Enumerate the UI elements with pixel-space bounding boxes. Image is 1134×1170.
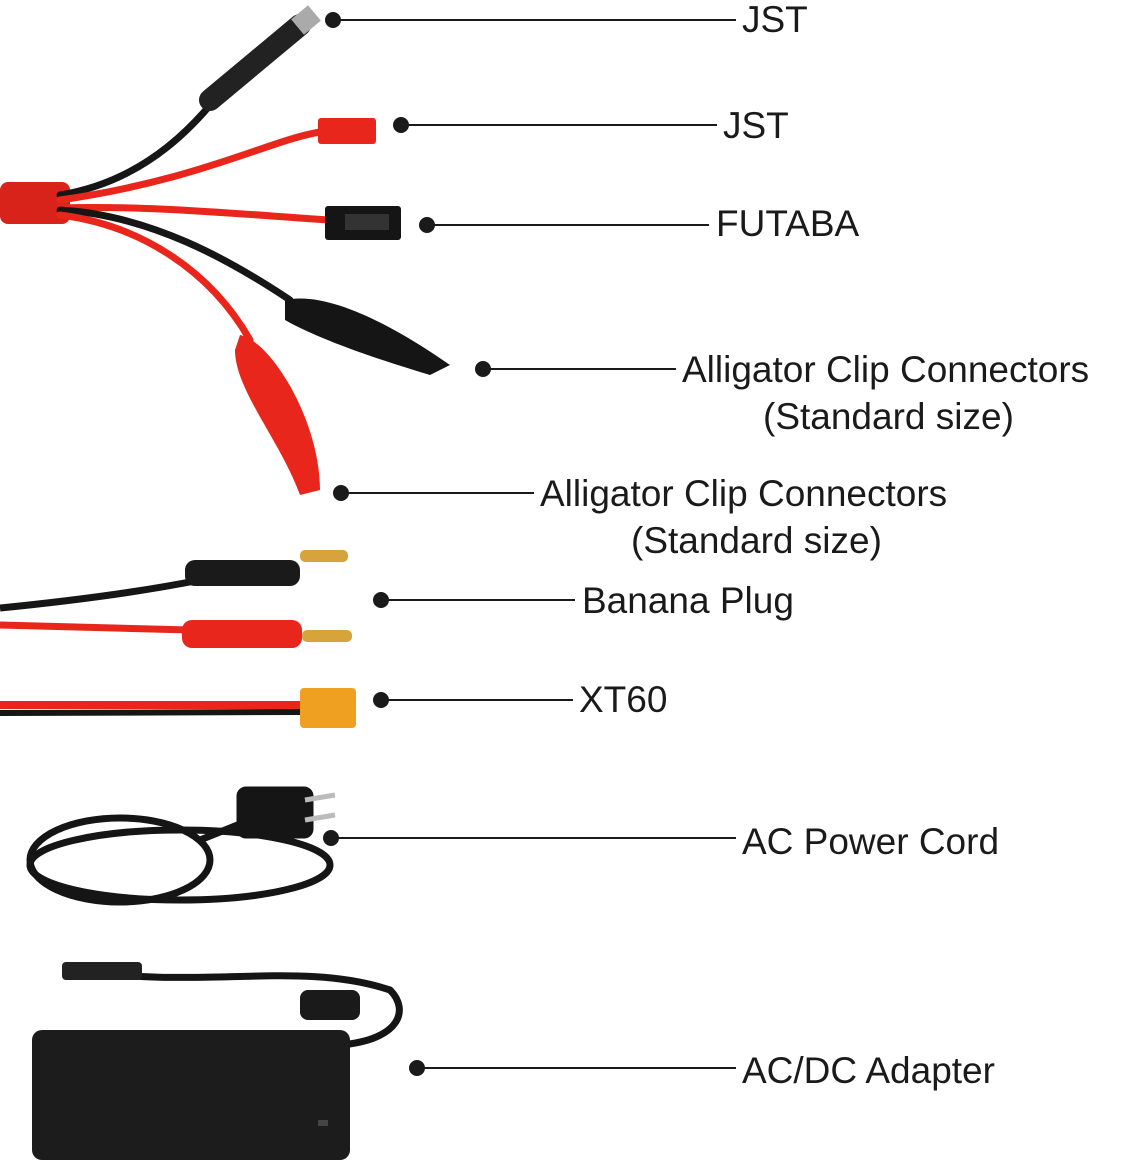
label-alligator-2: Alligator Clip Connectors	[540, 473, 948, 514]
label-jst-1: JST	[742, 0, 808, 40]
label-banana-plug: Banana Plug	[582, 580, 794, 621]
jst-connector-black	[199, 5, 321, 111]
charge-lead-harness	[0, 76, 334, 344]
label-jst-2: JST	[723, 105, 789, 146]
alligator-clip-black	[285, 298, 450, 375]
sublabel-alligator-2: (Standard size)	[631, 520, 882, 561]
alligator-clip-red	[235, 335, 320, 495]
leader-lines	[323, 12, 736, 1076]
xt60-cable	[0, 688, 356, 728]
ac-power-cord	[26, 786, 336, 906]
label-futaba: FUTABA	[716, 203, 860, 244]
jst-connector-red	[318, 118, 376, 144]
label-alligator-1: Alligator Clip Connectors	[682, 349, 1090, 390]
label-ac-dc-adapter: AC/DC Adapter	[742, 1050, 995, 1091]
ac-dc-adapter	[32, 962, 403, 1160]
banana-plug-cables	[0, 550, 352, 648]
sublabel-alligator-1: (Standard size)	[763, 396, 1014, 437]
futaba-connector	[325, 206, 401, 240]
label-xt60: XT60	[579, 679, 668, 720]
label-ac-power-cord: AC Power Cord	[742, 821, 1000, 862]
